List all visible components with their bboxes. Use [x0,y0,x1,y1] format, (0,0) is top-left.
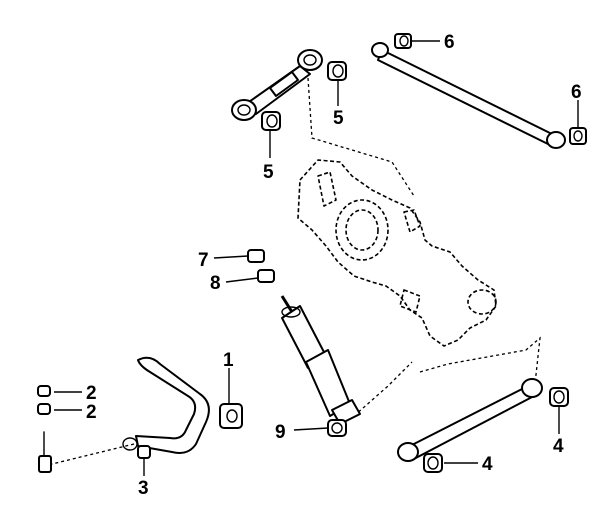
stabilizer-bushing-1 [219,403,243,429]
callout-5-lower: 5 [263,162,274,183]
callout-6-right: 6 [571,82,582,103]
stabilizer-link [38,431,52,473]
shock-absorber [280,295,361,425]
callout-9: 9 [275,422,286,443]
callout-4-right: 4 [553,436,564,457]
bushing-2-bottom [37,403,51,415]
lower-control-arm [397,378,543,462]
callout-7: 7 [198,250,209,271]
bushing-6-top [394,33,412,49]
callout-8: 8 [210,273,221,294]
bushing-5-lower [261,111,281,131]
bushing-8 [257,269,275,283]
callout-3: 3 [138,478,149,499]
bushing-4-right [549,387,569,407]
callout-2-bottom: 2 [86,402,97,423]
bushing-5-upper [327,61,347,81]
bushing-7 [247,249,265,263]
stabilizer-bar [122,356,210,454]
bushing-9 [327,419,347,437]
lateral-rod [371,42,566,149]
leader-lines [54,40,579,476]
rear-axle-housing [297,159,497,347]
callout-5-upper: 5 [333,108,344,129]
connection-lines [51,77,541,465]
callout-1: 1 [223,350,234,371]
upper-control-arm [231,49,323,121]
callout-2-top: 2 [86,383,97,404]
bushing-3 [137,445,151,459]
bushing-6-right [569,127,587,145]
callout-4-lower: 4 [482,454,493,475]
bushing-4-lower [423,453,443,473]
callout-6-top: 6 [444,32,455,53]
bushing-2-top [37,385,51,397]
